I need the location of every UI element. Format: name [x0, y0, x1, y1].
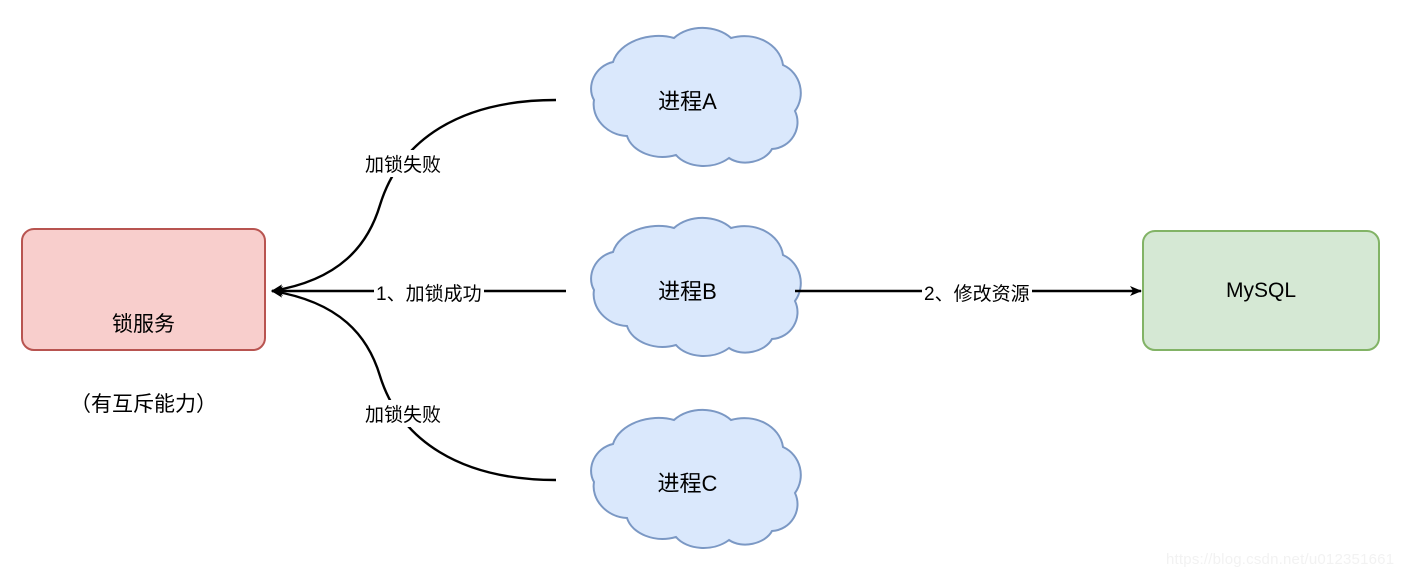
- node-process-a-shape[interactable]: [590, 26, 802, 167]
- node-process-c-shape[interactable]: [590, 408, 802, 549]
- node-lock-service-shape[interactable]: [21, 228, 266, 351]
- edge-c-to-lock[interactable]: [271, 287, 557, 482]
- edge-a-to-lock[interactable]: [271, 98, 557, 295]
- node-process-b-shape[interactable]: [590, 216, 802, 357]
- edge-label-b-to-lock: 1、加锁成功: [374, 279, 484, 306]
- watermark-text: https://blog.csdn.net/u012351661: [1166, 551, 1395, 568]
- edge-label-a-to-lock: 加锁失败: [363, 150, 444, 177]
- node-mysql-shape[interactable]: [1142, 230, 1380, 351]
- edge-label-b-to-mysql: 2、修改资源: [922, 279, 1032, 306]
- edge-label-c-to-lock: 加锁失败: [363, 400, 444, 427]
